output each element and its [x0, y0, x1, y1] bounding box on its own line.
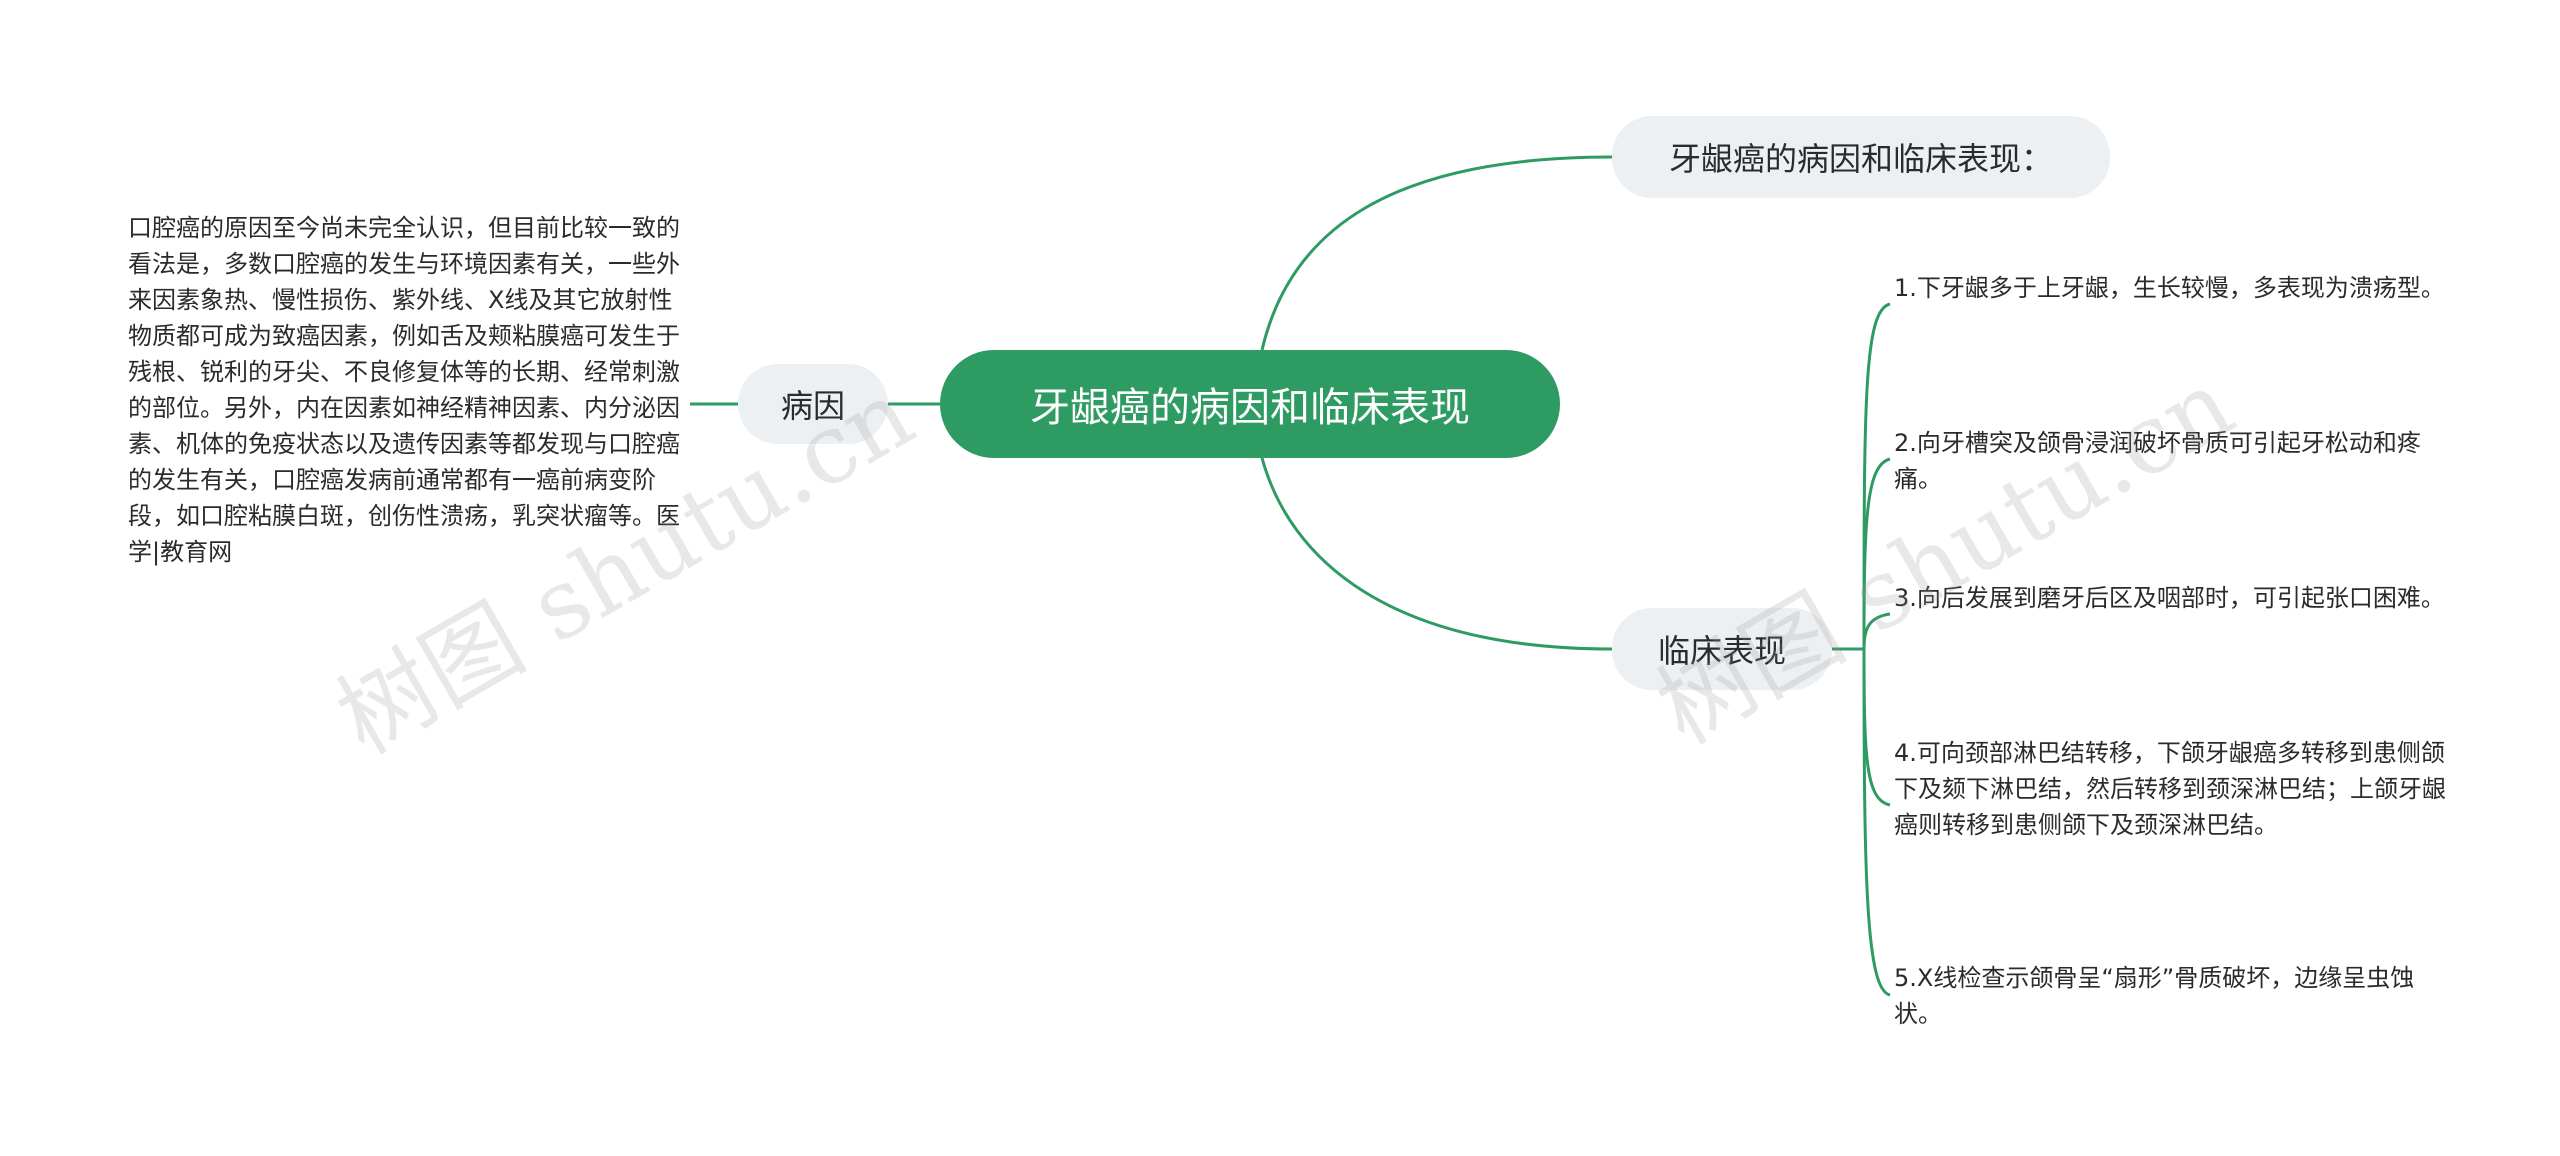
- clinical-node-label: 临床表现: [1657, 632, 1786, 670]
- clinical-node[interactable]: 临床表现: [1612, 608, 1832, 690]
- title-node-label: 牙龈癌的病因和临床表现：: [1668, 140, 2053, 178]
- clinical-item: 1.下牙龈多于上牙龈，生长较慢，多表现为溃疡型。: [1894, 274, 2445, 302]
- root-label: 牙龈癌的病因和临床表现: [1030, 385, 1470, 431]
- clinical-item: 2.向牙槽突及颌骨浸润破坏骨质可引起牙松动和疼痛。: [1894, 429, 2421, 493]
- link-item-4: [1862, 648, 1891, 997]
- link-item-1: [1862, 457, 1891, 650]
- clinical-item: 3.向后发展到磨牙后区及咽部时，可引起张口困难。: [1894, 584, 2445, 612]
- cause-node[interactable]: 病因: [738, 364, 888, 444]
- clinical-item: 4.可向颈部淋巴结转移，下颌牙龈癌多转移到患侧颌下及颏下淋巴结，然后转移到颈深淋…: [1894, 739, 2446, 839]
- cause-node-label: 病因: [780, 387, 845, 425]
- cause-description: 口腔癌的原因至今尚未完全认识，但目前比较一致的看法是，多数口腔癌的发生与环境因素…: [128, 214, 680, 566]
- link-item-3: [1862, 648, 1891, 807]
- link-root-clinical: [1260, 457, 1613, 651]
- link-root-title: [1260, 155, 1613, 351]
- root-node[interactable]: 牙龈癌的病因和临床表现: [940, 350, 1560, 458]
- clinical-item: 5.X线检查示颌骨呈“扇形”骨质破坏，边缘呈虫蚀状。: [1894, 964, 2415, 1028]
- link-item-0: [1862, 302, 1891, 650]
- link-item-2: [1862, 612, 1891, 650]
- title-node[interactable]: 牙龈癌的病因和临床表现：: [1612, 116, 2110, 198]
